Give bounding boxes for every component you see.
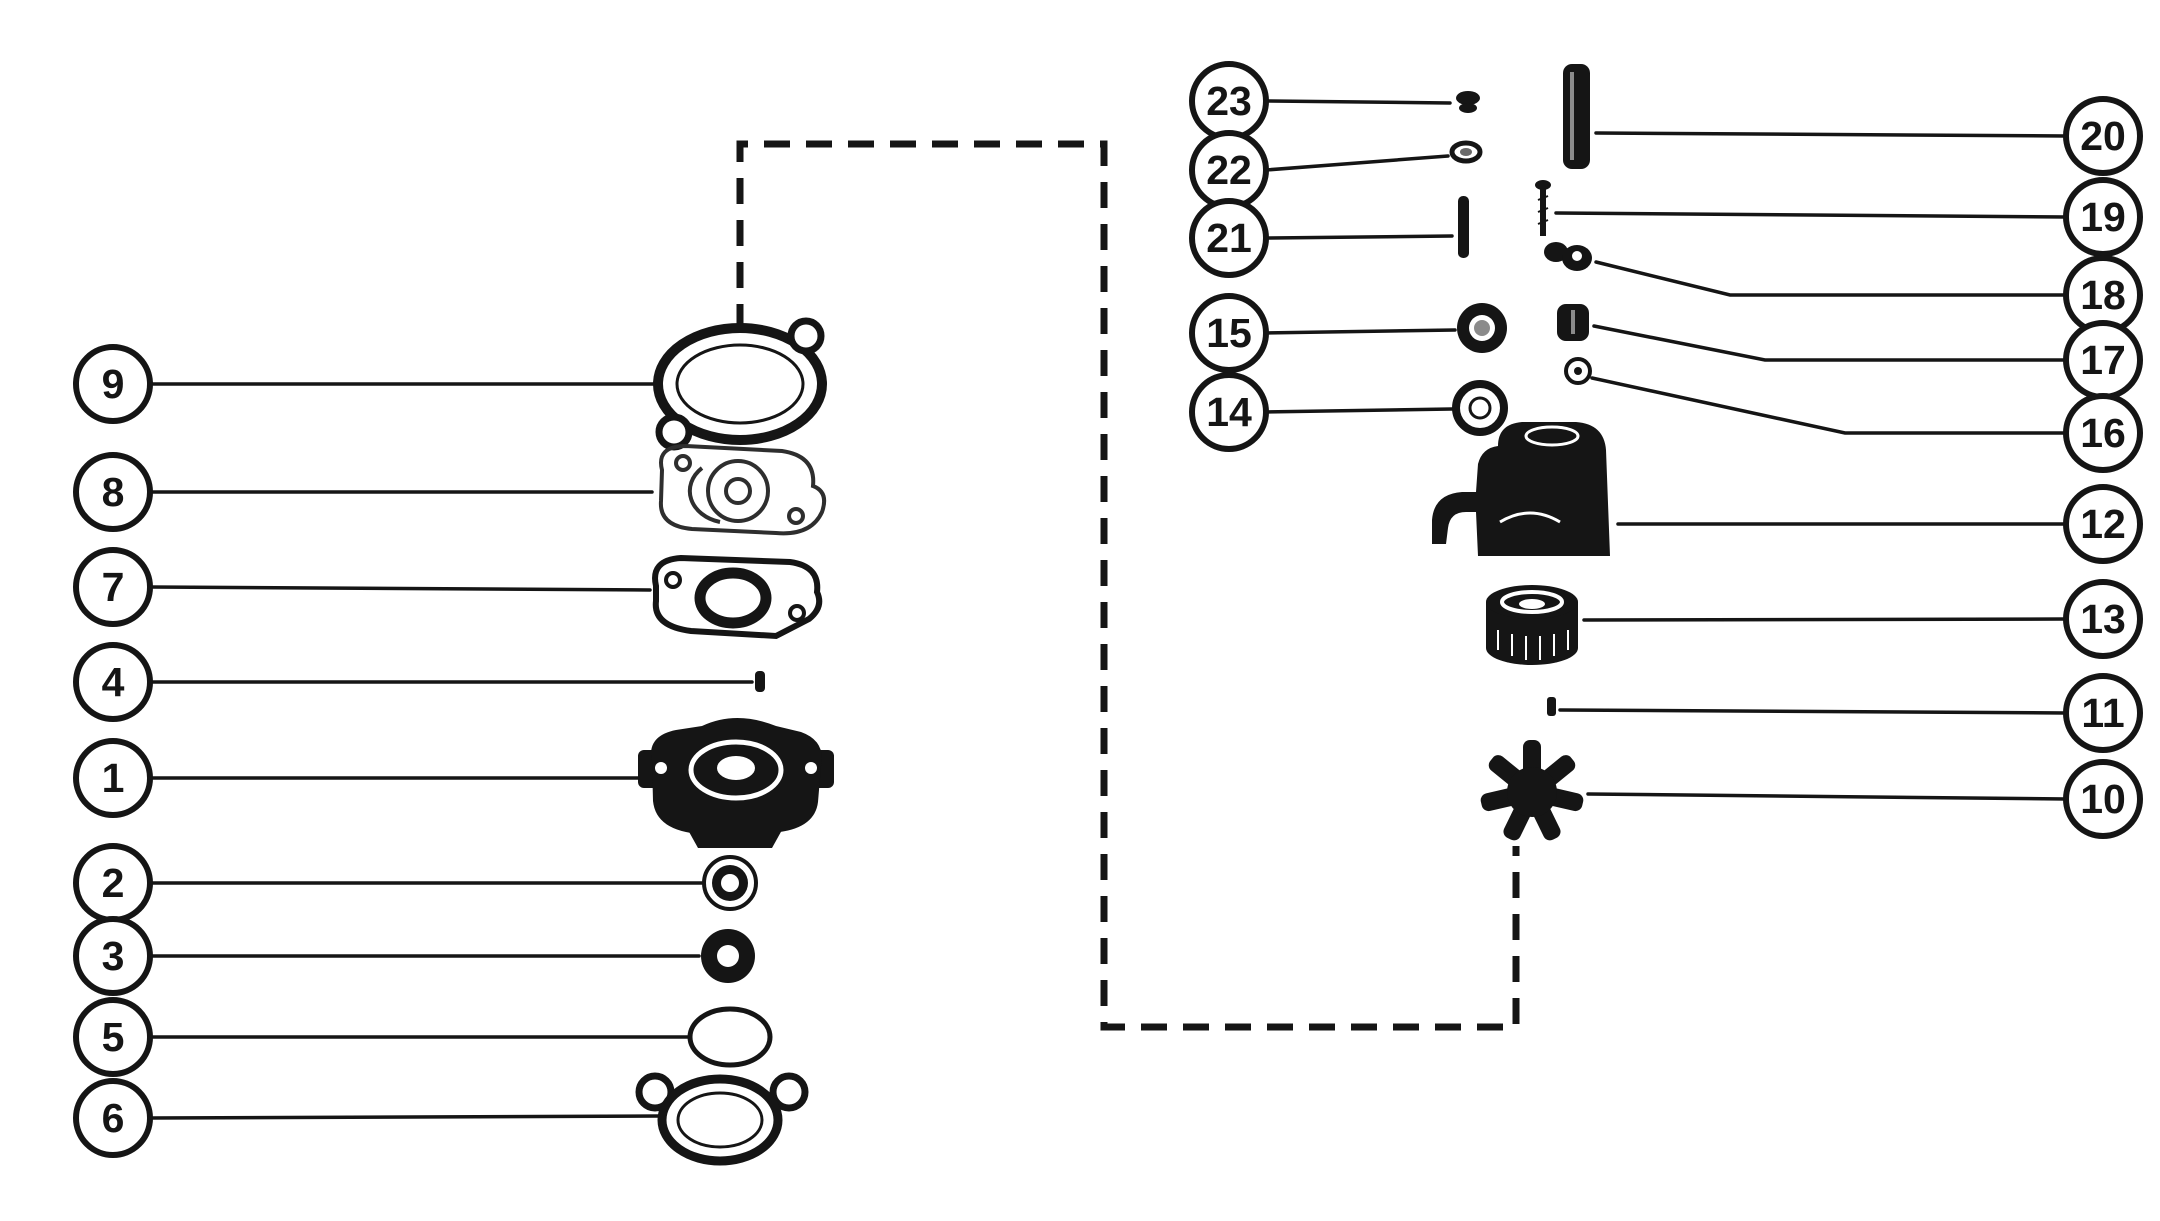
callout-1: 1: [73, 738, 153, 818]
leader-lines: [148, 99, 2068, 1120]
svg-text:13: 13: [2080, 596, 2126, 642]
svg-text:10: 10: [2080, 776, 2126, 822]
callout-21: 21: [1189, 198, 1269, 278]
svg-text:21: 21: [1206, 215, 1252, 261]
part-21-dowel-pin: [1458, 196, 1469, 258]
callout-2: 2: [73, 843, 153, 923]
svg-text:11: 11: [2081, 690, 2124, 736]
part-2-seal-ring: [702, 855, 758, 911]
svg-text:6: 6: [102, 1095, 125, 1141]
svg-text:7: 7: [102, 564, 125, 610]
part-4-key: [755, 671, 765, 692]
part-14-seal-ring: [1452, 380, 1508, 436]
part-20-drive-shaft: [1563, 64, 1590, 169]
svg-text:20: 20: [2080, 113, 2126, 159]
part-22-washer: [1449, 140, 1483, 164]
part-1-water-pump-housing: [638, 718, 834, 848]
leader-10: [1586, 792, 2068, 801]
callout-16: 16: [2063, 393, 2143, 473]
svg-text:5: 5: [102, 1014, 125, 1060]
callout-17: 17: [2063, 320, 2143, 400]
part-8-pump-cover-plate: [658, 443, 827, 536]
leader-16: [1590, 376, 2068, 435]
svg-text:14: 14: [1206, 389, 1252, 435]
callout-6: 6: [73, 1078, 153, 1158]
part-18-grommet: [1544, 242, 1592, 271]
leader-7: [148, 585, 652, 592]
callout-5: 5: [73, 997, 153, 1077]
svg-text:19: 19: [2080, 194, 2126, 240]
svg-text:16: 16: [2080, 410, 2126, 456]
svg-text:17: 17: [2080, 337, 2126, 383]
part-9-gasket: [653, 317, 827, 451]
svg-text:1: 1: [102, 755, 125, 801]
callout-12: 12: [2063, 484, 2143, 564]
leader-22: [1264, 154, 1450, 172]
part-7-wear-plate: [652, 554, 823, 640]
part-3-oil-seal: [701, 929, 755, 983]
leader-18: [1594, 260, 2068, 297]
part-13-bearing: [1486, 585, 1578, 665]
callout-7: 7: [73, 547, 153, 627]
dashed-assembly-connector: [736, 140, 1520, 1031]
callout-15: 15: [1189, 293, 1269, 373]
callout-9: 9: [73, 344, 153, 424]
svg-text:9: 9: [102, 361, 125, 407]
callout-14: 14: [1189, 372, 1269, 452]
part-16-washer: [1564, 357, 1592, 385]
callout-11: 11: [2063, 673, 2143, 753]
svg-text:8: 8: [102, 469, 125, 515]
callout-3: 3: [73, 916, 153, 996]
part-5-o-ring: [687, 1006, 773, 1068]
callout-20: 20: [2063, 96, 2143, 176]
callout-23: 23: [1189, 61, 1269, 141]
callout-19: 19: [2063, 177, 2143, 257]
leader-17: [1592, 324, 2068, 362]
callout-10: 10: [2063, 759, 2143, 839]
leader-23: [1264, 99, 1452, 105]
callout-8: 8: [73, 452, 153, 532]
leader-19: [1554, 211, 2068, 219]
svg-text:22: 22: [1206, 147, 1252, 193]
part-11-impeller-key: [1547, 697, 1556, 716]
leader-6: [148, 1114, 662, 1120]
callout-18: 18: [2063, 255, 2143, 335]
part-23-fastener: [1456, 91, 1480, 113]
leader-21: [1264, 234, 1454, 240]
svg-text:4: 4: [102, 659, 125, 705]
svg-text:12: 12: [2080, 501, 2126, 547]
leader-11: [1558, 708, 2068, 715]
callout-13: 13: [2063, 579, 2143, 659]
callout-4: 4: [73, 642, 153, 722]
leader-13: [1582, 617, 2068, 622]
callout-22: 22: [1189, 130, 1269, 210]
part-10-impeller: [1480, 740, 1584, 841]
leader-14: [1264, 407, 1454, 414]
leader-15: [1264, 328, 1457, 335]
part-15-oil-seal: [1457, 303, 1507, 353]
leader-20: [1594, 131, 2068, 138]
part-19-screw: [1535, 180, 1551, 236]
svg-text:15: 15: [1206, 310, 1252, 356]
part-6-gasket: [635, 1072, 809, 1166]
part-12-seal-housing: [1432, 422, 1610, 556]
svg-text:18: 18: [2080, 272, 2126, 318]
part-17-bushing: [1557, 304, 1589, 341]
svg-text:3: 3: [102, 933, 125, 979]
svg-text:2: 2: [102, 860, 125, 906]
svg-text:23: 23: [1206, 78, 1252, 124]
